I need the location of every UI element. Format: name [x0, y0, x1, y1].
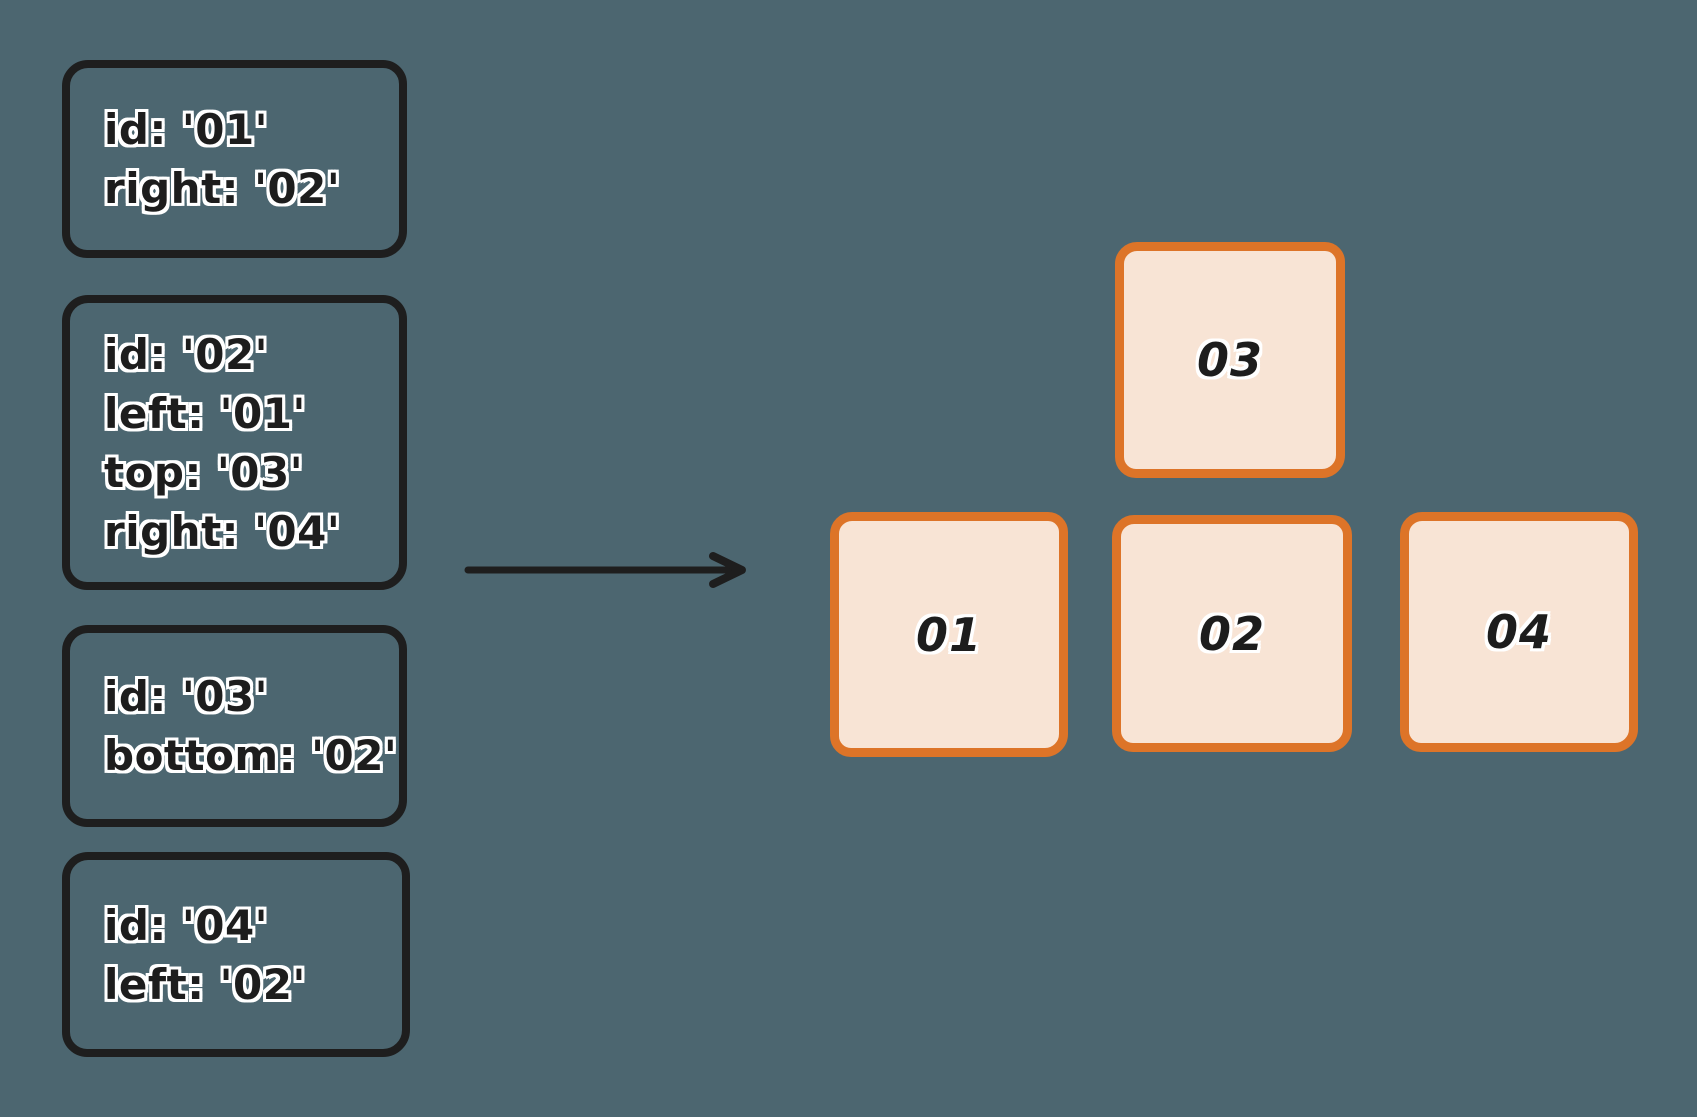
definition-box-02: id: '02' left: '01' top: '03' right: '04… [62, 295, 407, 590]
definition-line: id: '01' [104, 105, 269, 154]
layout-card-04: 04 [1400, 512, 1638, 752]
card-label: 03 [1196, 333, 1263, 387]
layout-card-03: 03 [1115, 242, 1345, 478]
definition-line: id: '04' [104, 900, 269, 950]
definition-line: right: '04' [104, 506, 341, 556]
definition-box-03: id: '03' bottom: '02' [62, 625, 407, 827]
definition-line: right: '02' [104, 164, 341, 213]
definition-line: id: '03' [104, 672, 269, 721]
right-arrow-icon [464, 552, 746, 588]
card-label: 02 [1198, 606, 1265, 661]
definition-box-01: id: '01' right: '02' [62, 60, 407, 258]
definition-box-04: id: '04' left: '02' [62, 852, 410, 1057]
definition-line: left: '01' [104, 388, 306, 438]
definition-line: top: '03' [104, 447, 304, 497]
card-label: 04 [1485, 605, 1552, 659]
definition-line: left: '02' [104, 959, 306, 1009]
definition-line: id: '02' [104, 329, 269, 379]
card-label: 01 [915, 607, 982, 662]
layout-card-01: 01 [830, 512, 1068, 757]
layout-card-02: 02 [1112, 515, 1352, 752]
definition-line: bottom: '02' [104, 731, 398, 780]
